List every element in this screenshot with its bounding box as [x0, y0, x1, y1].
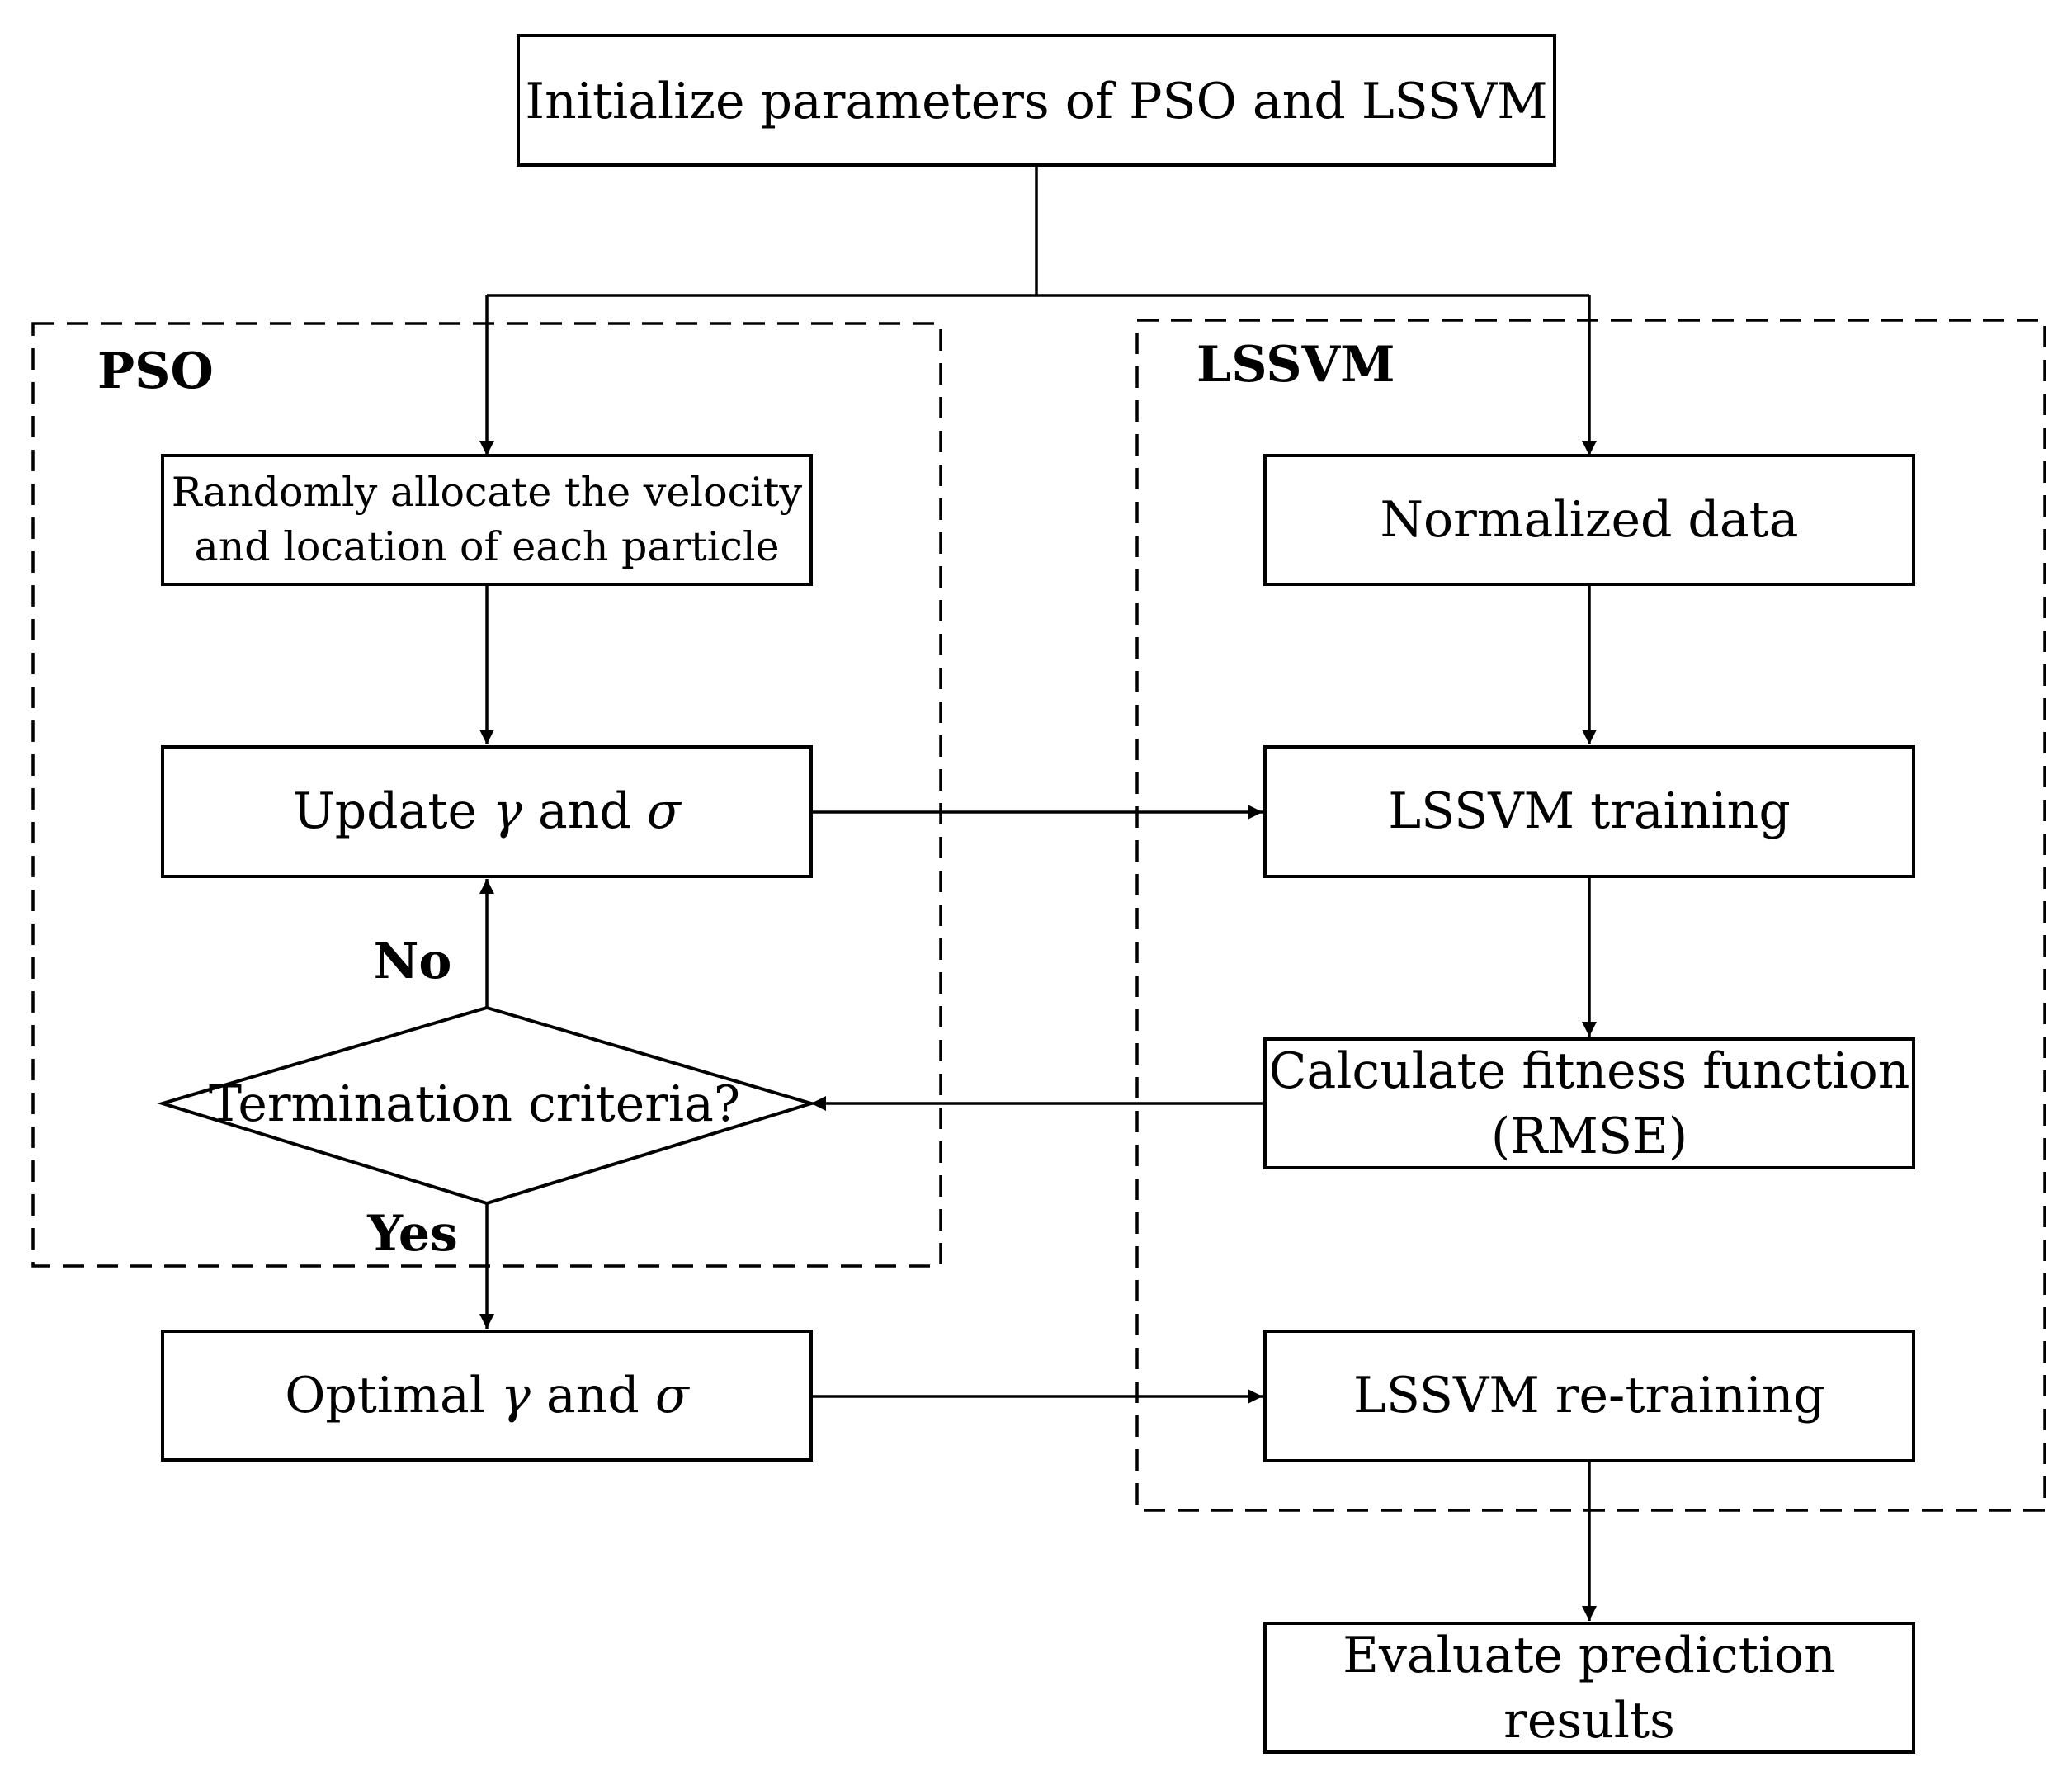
- random-allocate-box: [161, 454, 813, 586]
- sigma-symbol: σ: [647, 782, 682, 840]
- node-lssvm-training: LSSVM training: [1263, 745, 1915, 878]
- evaluate-results-line2: results: [1503, 1692, 1675, 1750]
- optimal-and: and: [531, 1367, 655, 1424]
- evaluate-results-box: [1263, 1622, 1915, 1754]
- connectors: [479, 165, 1597, 1621]
- termination-text: Termination criteria?: [209, 1075, 740, 1133]
- evaluate-results-line1: Evaluate prediction: [1343, 1627, 1836, 1684]
- fitness-function-line1: Calculate fitness function: [1269, 1042, 1910, 1100]
- update-prefix: Update: [293, 782, 493, 840]
- edge-label-no: No: [374, 933, 452, 990]
- update-and: and: [522, 782, 647, 840]
- termination-diamond: [157, 1005, 817, 1206]
- lssvm-training-box: [1263, 745, 1915, 878]
- node-update: Update γ and σ: [161, 745, 813, 878]
- node-initialize: Initialize parameters of PSO and LSSVM: [517, 34, 1556, 167]
- initialize-text: Initialize parameters of PSO and LSSVM: [525, 73, 1547, 130]
- node-random-allocate: Randomly allocate the velocity and locat…: [161, 454, 813, 586]
- node-optimal: Optimal γ and σ: [161, 1330, 813, 1462]
- optimal-prefix: Optimal: [285, 1367, 501, 1424]
- lssvm-training-text: LSSVM training: [1388, 782, 1790, 840]
- initialize-box: [517, 34, 1556, 167]
- random-allocate-line1: Randomly allocate the velocity: [172, 469, 803, 516]
- random-allocate-line2: and location of each particle: [194, 523, 779, 570]
- normalized-data-text: Normalized data: [1380, 491, 1798, 549]
- lssvm-group-label: LSSVM: [1196, 336, 1395, 394]
- optimal-box: [161, 1330, 813, 1462]
- edge-label-yes: Yes: [366, 1205, 458, 1263]
- gamma-symbol: γ: [501, 1367, 531, 1424]
- normalized-data-box: [1263, 454, 1915, 586]
- lssvm-retraining-text: LSSVM re-training: [1353, 1367, 1825, 1424]
- lssvm-retraining-box: [1263, 1330, 1915, 1462]
- pso-group-label: PSO: [97, 342, 214, 400]
- node-lssvm-retraining: LSSVM re-training: [1263, 1330, 1915, 1462]
- node-evaluate-results: Evaluate prediction results: [1263, 1622, 1915, 1754]
- fitness-function-box: [1263, 1037, 1915, 1169]
- lssvm-group-frame: [1135, 319, 2046, 1512]
- update-text: Update γ and σ: [293, 782, 682, 840]
- update-box: [161, 745, 813, 878]
- node-termination-decision: Termination criteria?: [157, 1005, 817, 1206]
- optimal-text: Optimal γ and σ: [285, 1367, 691, 1424]
- fitness-function-line2: (RMSE): [1491, 1108, 1687, 1165]
- node-normalized-data: Normalized data: [1263, 454, 1915, 586]
- node-fitness-function: Calculate fitness function (RMSE): [1263, 1037, 1915, 1169]
- gamma-symbol: γ: [493, 782, 522, 840]
- sigma-symbol: σ: [655, 1367, 691, 1424]
